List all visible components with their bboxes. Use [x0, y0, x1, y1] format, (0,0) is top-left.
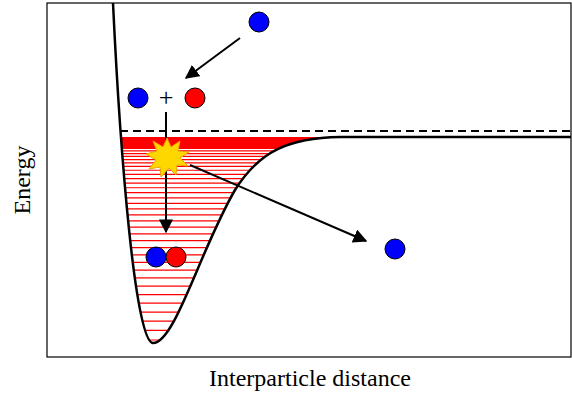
level-line [100, 254, 360, 255]
collision-star [146, 138, 189, 177]
axis-label: Interparticle distance [209, 366, 411, 390]
level-line [100, 150, 360, 151]
atom-red [166, 247, 186, 267]
level-line [100, 146, 360, 147]
atom-blue [385, 239, 405, 259]
level-line [100, 247, 360, 248]
level-line [100, 166, 360, 167]
level-line [100, 139, 360, 140]
atom-blue [146, 247, 166, 267]
level-line [100, 159, 360, 160]
level-line [100, 240, 360, 241]
level-line [100, 311, 360, 312]
plus-sign: + [159, 85, 174, 111]
level-line [100, 203, 360, 204]
dissociation-threshold [120, 130, 571, 132]
level-line [100, 153, 360, 154]
level-line [100, 227, 360, 228]
atom-blue [249, 12, 269, 32]
level-line [100, 286, 360, 287]
level-line [100, 294, 360, 295]
level-line [100, 187, 360, 188]
level-line [100, 162, 360, 163]
level-line [100, 142, 360, 143]
level-line [100, 262, 360, 263]
level-line [100, 141, 360, 142]
axis-label: Energy [10, 146, 34, 215]
level-line [100, 192, 360, 193]
potential-curve [113, 3, 571, 343]
level-line [100, 144, 360, 145]
level-line [100, 178, 360, 179]
atom-red [185, 88, 205, 108]
level-line [100, 208, 360, 209]
level-line [100, 277, 360, 278]
level-line [100, 233, 360, 234]
incoming-arrow [186, 38, 240, 78]
outgoing-arrow [190, 165, 366, 241]
atom-blue [128, 88, 148, 108]
level-line [100, 156, 360, 157]
level-line [100, 339, 360, 340]
plot-frame [47, 3, 571, 357]
level-line [100, 330, 360, 331]
level-line [100, 174, 360, 175]
level-line [100, 269, 360, 270]
level-line [100, 148, 360, 149]
level-line [100, 170, 360, 171]
level-line [100, 214, 360, 215]
level-line [100, 321, 360, 322]
